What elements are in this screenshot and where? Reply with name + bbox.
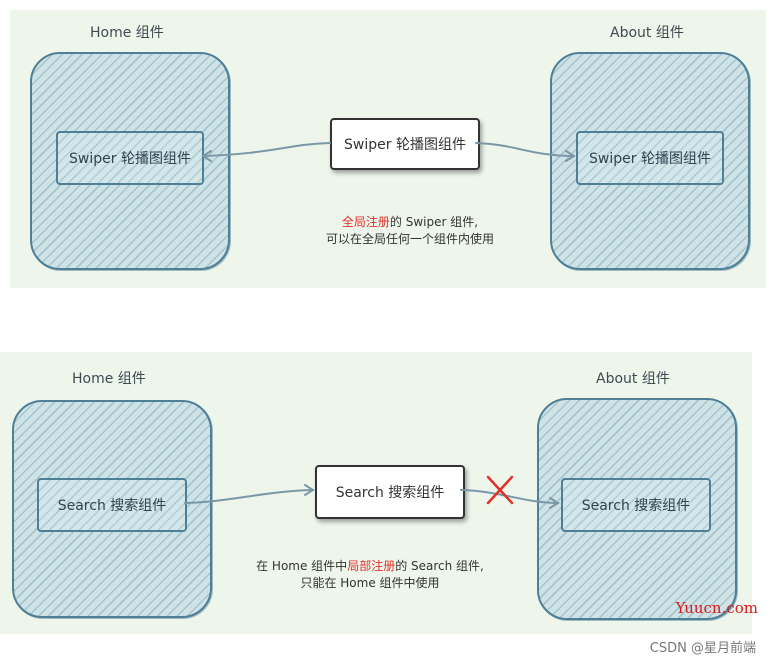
arrow-global-to-home-head (201, 150, 212, 162)
local-registration-highlight: 局部注册 (347, 559, 396, 573)
global-registration-note-rest: 的 Swiper 组件, (389, 215, 479, 229)
arrow-home-to-search (184, 489, 314, 504)
global-registration-note: 全局注册的 Swiper 组件, 可以在全局任何一个组件内使用 (290, 214, 530, 248)
local-registration-note-line1: 在 Home 组件中局部注册的 Search 组件, (220, 558, 520, 575)
arrow-search-to-about-head (549, 497, 560, 509)
arrow-search-to-about (460, 489, 559, 504)
arrow-global-to-about (475, 142, 575, 157)
arrow-global-to-about-head (565, 150, 576, 162)
about-search-component: Search 搜索组件 (561, 478, 711, 532)
local-registration-note: 在 Home 组件中局部注册的 Search 组件, 只能在 Home 组件中使… (220, 558, 520, 592)
about-swiper-component: Swiper 轮播图组件 (576, 131, 724, 185)
local-registration-note-prefix: 在 Home 组件中 (256, 559, 348, 573)
home-component-title-bottom: Home 组件 (72, 371, 146, 387)
global-registration-highlight: 全局注册 (341, 215, 390, 229)
blocked-cross-icon (486, 475, 514, 505)
local-registration-note-rest: 的 Search 组件, (395, 559, 484, 573)
global-registration-note-line2: 可以在全局任何一个组件内使用 (325, 232, 494, 246)
about-component-title-bottom: About 组件 (596, 371, 670, 387)
global-swiper-component: Swiper 轮播图组件 (330, 118, 480, 170)
home-search-component: Search 搜索组件 (37, 478, 187, 532)
arrow-home-to-search-head (304, 484, 315, 496)
home-component-title: Home 组件 (90, 25, 164, 41)
about-component-title: About 组件 (610, 25, 684, 41)
yuucn-watermark: Yuucn.com (675, 599, 758, 617)
home-swiper-component: Swiper 轮播图组件 (56, 131, 204, 185)
global-registration-note-line1: 全局注册的 Swiper 组件, (290, 214, 530, 231)
csdn-credit: CSDN @星月前端 (649, 641, 756, 656)
arrow-global-to-home (202, 142, 331, 157)
local-registration-note-line2: 只能在 Home 组件中使用 (300, 576, 440, 590)
local-search-component: Search 搜索组件 (315, 465, 465, 519)
